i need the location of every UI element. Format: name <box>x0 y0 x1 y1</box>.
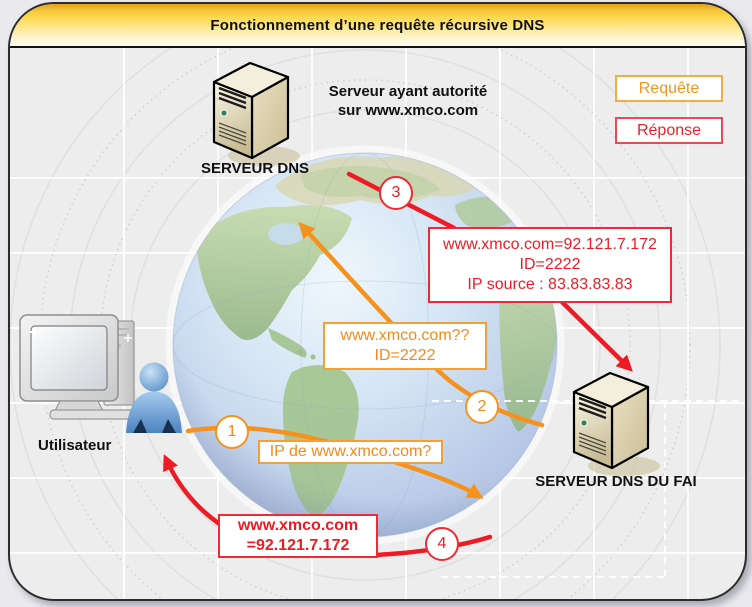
message-line: ID=2222 <box>374 347 436 364</box>
dns-server-note: Serveur ayant autorité sur www.xmco.com <box>328 83 488 119</box>
isp-server-label: SERVEUR DNS DU FAI <box>535 473 697 490</box>
message-line: www.xmco.com=92.121.7.172 <box>443 236 657 253</box>
legend-response: Réponse <box>615 117 723 144</box>
message-step4: www.xmco.com =92.121.7.172 <box>218 514 378 558</box>
dns-server-icon <box>212 61 302 168</box>
arrow-step3-lower <box>559 299 633 372</box>
computer-icon <box>19 314 139 420</box>
isp-server-icon <box>572 371 662 478</box>
title-bar: Fonctionnement d’une requête récursive D… <box>10 4 745 48</box>
message-line: www.xmco.com <box>237 517 359 534</box>
person-icon <box>126 362 182 433</box>
diagram-title: Fonctionnement d’une requête récursive D… <box>210 16 545 34</box>
message-line: www.xmco.com?? <box>340 327 470 344</box>
arrow-step2 <box>298 222 545 428</box>
user-label: Utilisateur <box>38 437 112 454</box>
message-step3: www.xmco.com=92.121.7.172 ID=2222 IP sou… <box>428 227 672 303</box>
message-line: =92.121.7.172 <box>246 537 350 554</box>
legend-request: Requête <box>615 75 723 102</box>
step-circle-2: 2 <box>465 390 499 424</box>
message-line: IP de www.xmco.com? <box>269 443 432 460</box>
step-circle-4: 4 <box>425 527 459 561</box>
message-step2: www.xmco.com?? ID=2222 <box>323 322 487 370</box>
step-circle-1: 1 <box>215 415 249 449</box>
message-line: ID=2222 <box>519 256 581 273</box>
step-circle-3: 3 <box>379 176 413 210</box>
message-line: IP source : 83.83.83.83 <box>467 276 633 293</box>
dns-server-label: SERVEUR DNS <box>200 160 310 177</box>
message-step1: IP de www.xmco.com? <box>258 440 443 464</box>
